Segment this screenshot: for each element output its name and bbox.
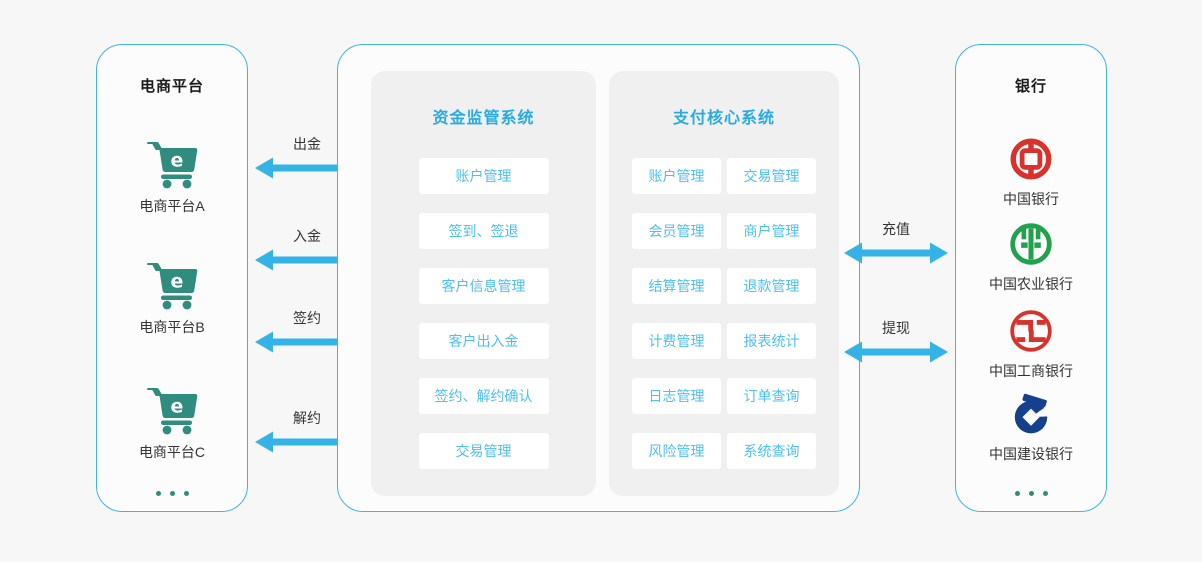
bank-of-china-label: 中国银行 bbox=[1003, 191, 1059, 207]
core-systems-panel: 资金监管系统 账户管理 签到、签退 客户信息管理 客户出入金 签约、解约确认 交… bbox=[337, 44, 860, 512]
shopping-cart-icon: e bbox=[144, 383, 200, 435]
bank-of-china: 中国银行 bbox=[956, 136, 1106, 209]
module-box: 日志管理 bbox=[632, 378, 721, 414]
module-box: 报表统计 bbox=[727, 323, 816, 359]
module-box: 签约、解约确认 bbox=[418, 378, 549, 414]
bank-panel-title: 银行 bbox=[1014, 78, 1047, 95]
agricultural-bank: 中国农业银行 bbox=[956, 221, 1106, 294]
platform-b: e 电商平台B bbox=[97, 258, 247, 337]
svg-text:e: e bbox=[171, 271, 184, 293]
svg-text:e: e bbox=[171, 150, 184, 172]
module-box: 账户管理 bbox=[632, 158, 721, 194]
shopping-cart-icon: e bbox=[144, 258, 200, 310]
fund-supervision-modules: 账户管理 签到、签退 客户信息管理 客户出入金 签约、解约确认 交易管理 bbox=[371, 158, 596, 469]
payment-core-system: 支付核心系统 账户管理 交易管理 会员管理 商户管理 结算管理 退款管理 计费管… bbox=[609, 71, 839, 496]
module-box: 客户信息管理 bbox=[418, 268, 549, 304]
platform-c: e 电商平台C bbox=[97, 383, 247, 462]
flow-cashout: 提现 bbox=[844, 318, 948, 365]
module-box: 签到、签退 bbox=[418, 213, 549, 249]
payment-core-title: 支付核心系统 bbox=[672, 110, 775, 127]
module-box: 结算管理 bbox=[632, 268, 721, 304]
module-box: 退款管理 bbox=[727, 268, 816, 304]
platform-a-label: 电商平台A bbox=[139, 198, 205, 214]
module-box: 商户管理 bbox=[727, 213, 816, 249]
module-box: 会员管理 bbox=[632, 213, 721, 249]
double-arrow-icon bbox=[844, 242, 948, 264]
double-arrow-icon bbox=[844, 341, 948, 363]
ecommerce-panel-title: 电商平台 bbox=[139, 78, 204, 95]
platform-a: e 电商平台A bbox=[97, 137, 247, 216]
payment-core-modules: 账户管理 交易管理 会员管理 商户管理 结算管理 退款管理 计费管理 报表统计 … bbox=[632, 158, 816, 469]
svg-text:e: e bbox=[171, 396, 184, 418]
flow-withdraw-label: 出金 bbox=[293, 136, 321, 152]
agricultural-bank-of-china-logo bbox=[1008, 221, 1054, 267]
ellipsis-dots bbox=[97, 491, 247, 496]
module-box: 计费管理 bbox=[632, 323, 721, 359]
shopping-cart-icon: e bbox=[144, 137, 200, 189]
flow-recharge-label: 充值 bbox=[882, 221, 910, 237]
flow-terminate-label: 解约 bbox=[293, 410, 321, 426]
module-box: 交易管理 bbox=[418, 433, 549, 469]
ccb-label: 中国建设银行 bbox=[989, 446, 1073, 462]
fund-supervision-system: 资金监管系统 账户管理 签到、签退 客户信息管理 客户出入金 签约、解约确认 交… bbox=[371, 71, 596, 496]
bank-panel: 银行 中国银行 bbox=[955, 44, 1107, 512]
ccb-bank: 中国建设银行 bbox=[956, 391, 1106, 464]
ecommerce-panel: 电商平台 e 电商平台A bbox=[96, 44, 248, 512]
module-box: 交易管理 bbox=[727, 158, 816, 194]
ellipsis-dots bbox=[956, 491, 1106, 496]
agricultural-bank-label: 中国农业银行 bbox=[989, 276, 1073, 292]
flow-deposit-label: 入金 bbox=[293, 228, 321, 244]
flow-cashout-label: 提现 bbox=[882, 320, 910, 336]
fund-supervision-title: 资金监管系统 bbox=[432, 110, 535, 127]
icbc-logo bbox=[1008, 308, 1054, 354]
flow-recharge: 充值 bbox=[844, 219, 948, 266]
icbc-label: 中国工商银行 bbox=[989, 363, 1073, 379]
module-box: 账户管理 bbox=[418, 158, 549, 194]
module-box: 客户出入金 bbox=[418, 323, 549, 359]
module-box: 风险管理 bbox=[632, 433, 721, 469]
platform-c-label: 电商平台C bbox=[138, 444, 206, 460]
bank-of-china-logo bbox=[1008, 136, 1054, 182]
platform-b-label: 电商平台B bbox=[139, 319, 205, 335]
flow-sign-label: 签约 bbox=[293, 310, 321, 326]
china-construction-bank-logo bbox=[1008, 391, 1054, 437]
icbc-bank: 中国工商银行 bbox=[956, 308, 1106, 381]
module-box: 系统查询 bbox=[727, 433, 816, 469]
module-box: 订单查询 bbox=[727, 378, 816, 414]
